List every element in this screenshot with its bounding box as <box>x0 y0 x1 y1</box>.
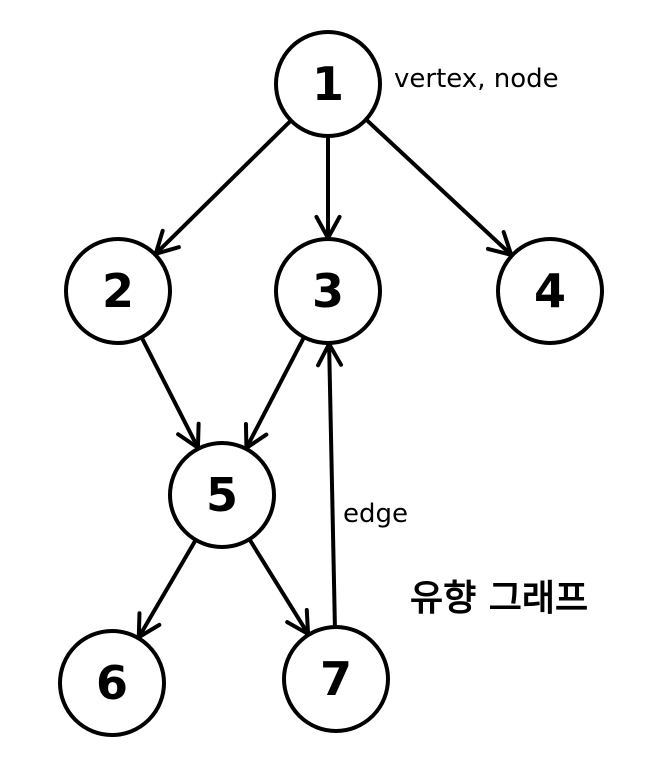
node-3: 3 <box>274 237 382 345</box>
node-label: 7 <box>320 652 352 706</box>
edge-annotation: edge <box>343 499 408 529</box>
nodes-layer: 1 2 3 4 5 6 7 <box>58 30 604 737</box>
node-label: 4 <box>534 264 566 318</box>
node-circle <box>274 237 382 345</box>
edge-2-to-5 <box>139 335 201 450</box>
edge-1-to-2 <box>153 118 293 256</box>
node-circle <box>168 441 276 549</box>
edge-1-to-4 <box>364 117 514 257</box>
node-circle <box>282 625 390 733</box>
node-1: 1 <box>274 30 382 138</box>
edge-1-to-3 <box>314 134 342 240</box>
node-7: 7 <box>282 625 390 733</box>
node-6: 6 <box>58 629 166 737</box>
node-label: 3 <box>312 264 344 318</box>
node-circle <box>64 237 172 345</box>
edge-5-to-6 <box>136 537 198 640</box>
edge-7-to-3 <box>316 341 344 630</box>
node-2: 2 <box>64 237 172 345</box>
node-circle <box>58 629 166 737</box>
node-label: 5 <box>206 468 238 522</box>
node-circle <box>274 30 382 138</box>
node-label: 2 <box>102 264 134 318</box>
node-circle <box>496 237 604 345</box>
node-4: 4 <box>496 237 604 345</box>
node-5: 5 <box>168 441 276 549</box>
node-label: 1 <box>312 57 344 111</box>
graph-caption: 유향 그래프 <box>410 578 588 619</box>
edge-5-to-7 <box>247 537 311 636</box>
edge-3-to-5 <box>243 335 307 450</box>
node-label: 6 <box>96 656 128 710</box>
edges-layer <box>136 117 514 640</box>
vertex-node-annotation: vertex, node <box>394 64 559 94</box>
